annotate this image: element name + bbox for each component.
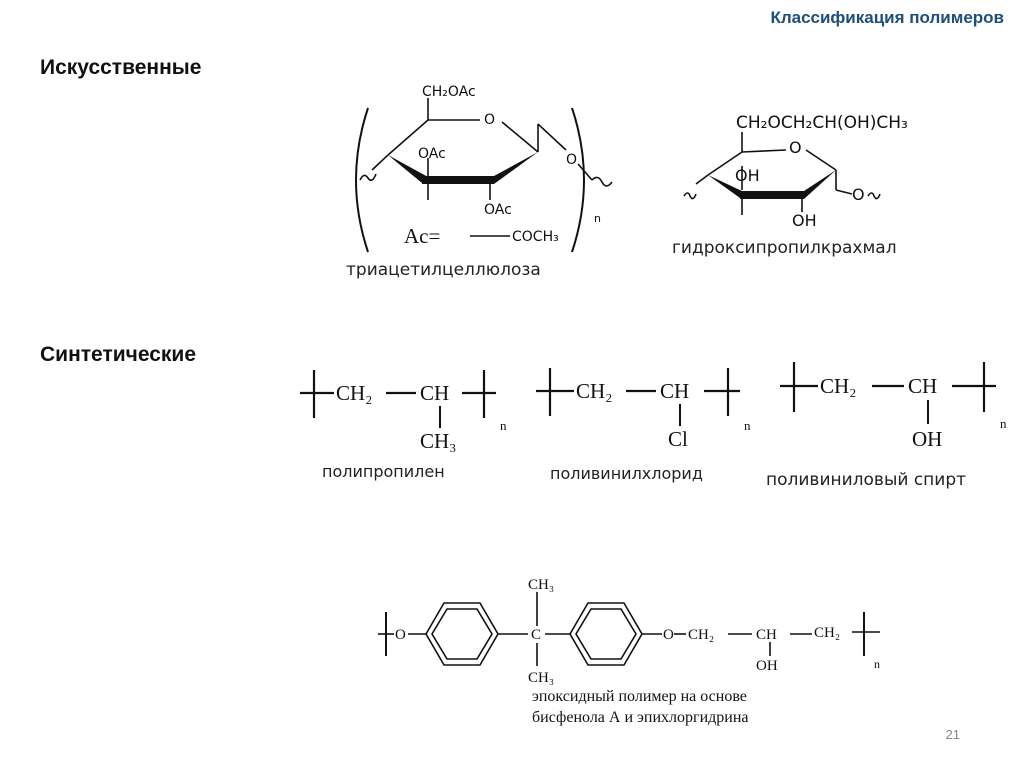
epoxy-ch2-2: CH₂ [814, 625, 840, 641]
hps-ring-o: O [789, 138, 802, 157]
tac-n-subscript: n [594, 212, 601, 225]
hps-bridge-o: O [852, 185, 865, 204]
tac-top-group: CH₂OAc [422, 84, 476, 100]
hps-wavy-left [683, 192, 697, 200]
tac-bond [537, 123, 567, 151]
epoxy-c-center: C [531, 627, 541, 643]
caption-epoxy-line1: эпоксидный полимер на основе [532, 688, 747, 705]
pvc-structure [536, 368, 740, 426]
pvc-ch2: CH₂ [576, 379, 613, 403]
pvc-ch: CH [660, 379, 689, 403]
caption-pvc: поливинилхлорид [550, 464, 703, 483]
pp-n-subscript: n [500, 418, 507, 433]
tac-ring-edge [501, 121, 539, 153]
tac-oac-bottom: OAc [484, 202, 512, 218]
epoxy-o-right: O [663, 627, 674, 643]
caption-hydroxypropyl-starch: гидроксипропилкрахмал [672, 238, 897, 258]
hps-ring-wedge [708, 175, 744, 198]
pp-ch3: CH₃ [420, 429, 457, 453]
benzene-ring-left [425, 602, 499, 666]
tac-ring-o: O [484, 112, 495, 128]
hps-wavy-right [867, 192, 881, 200]
tac-wavy-right [591, 176, 613, 187]
epoxy-ch3-bottom: CH₃ [528, 670, 554, 686]
tac-ring-wedge [494, 152, 538, 184]
hps-bond [695, 174, 709, 185]
tac-ac-label: Ac= [404, 224, 440, 248]
pvc-n-subscript: n [744, 418, 751, 433]
pp-ch: CH [420, 381, 449, 405]
tac-ring-wedge [388, 155, 428, 183]
epoxy-structure [378, 592, 880, 666]
hps-oh-left: OH [735, 166, 760, 185]
epoxy-oh: OH [756, 658, 778, 674]
tac-bond [371, 154, 389, 171]
tac-bridge-o: O [566, 152, 577, 168]
slide-title: Классификация полимеров [770, 8, 1004, 27]
benzene-ring-left-inner [431, 608, 493, 660]
tac-ac-formula: COCH₃ [512, 229, 559, 245]
epoxy-n-subscript: n [874, 657, 880, 671]
tac-ring-edge [387, 119, 429, 156]
pvc-cl: Cl [668, 427, 688, 451]
caption-polypropylene: полипропилен [322, 462, 445, 481]
polypropylene-structure [300, 370, 496, 428]
tac-wavy-left [359, 173, 377, 182]
hps-ring-edge [707, 151, 743, 176]
pva-n-subscript: n [1000, 416, 1007, 431]
hydroxypropyl-starch-structure [683, 132, 881, 215]
triacetylcellulose-structure [355, 98, 613, 253]
epoxy-ch2-1: CH₂ [688, 627, 714, 643]
tac-ring-bold-edge [422, 176, 494, 184]
pva-ch2: CH₂ [820, 374, 857, 398]
hps-ring-wedge [804, 170, 836, 199]
epoxy-ch: CH [756, 627, 777, 643]
tac-oac-mid: OAc [418, 146, 446, 162]
hps-ring-edge [741, 149, 787, 153]
section-artificial-heading: Искусственные [40, 56, 202, 79]
pp-ch2: CH₂ [336, 381, 373, 405]
hps-oh-bottom: OH [792, 211, 817, 230]
caption-triacetylcellulose: триацетилцеллюлоза [346, 260, 541, 280]
benzene-ring-right [569, 602, 643, 666]
epoxy-ch3-top: CH₃ [528, 577, 554, 593]
pva-oh: OH [912, 427, 942, 451]
hps-ring-edge [805, 149, 837, 171]
hps-ring-bold-edge [740, 191, 804, 199]
hps-top-group: CH₂OCH₂CH(OH)CH₃ [736, 113, 908, 133]
section-synthetic-heading: Синтетические [40, 343, 197, 366]
caption-pva: поливиниловый спирт [766, 470, 967, 490]
tac-left-paren [355, 107, 369, 253]
pva-ch: CH [908, 374, 937, 398]
benzene-ring-right-inner [575, 608, 637, 660]
tac-bond [577, 163, 593, 181]
pva-structure [780, 362, 996, 424]
tac-right-paren [571, 107, 585, 253]
page-number: 21 [945, 727, 960, 742]
hps-bond [835, 189, 853, 195]
epoxy-o-left: O [395, 627, 406, 643]
caption-epoxy-line2: бисфенола А и эпихлоргидрина [532, 709, 749, 726]
